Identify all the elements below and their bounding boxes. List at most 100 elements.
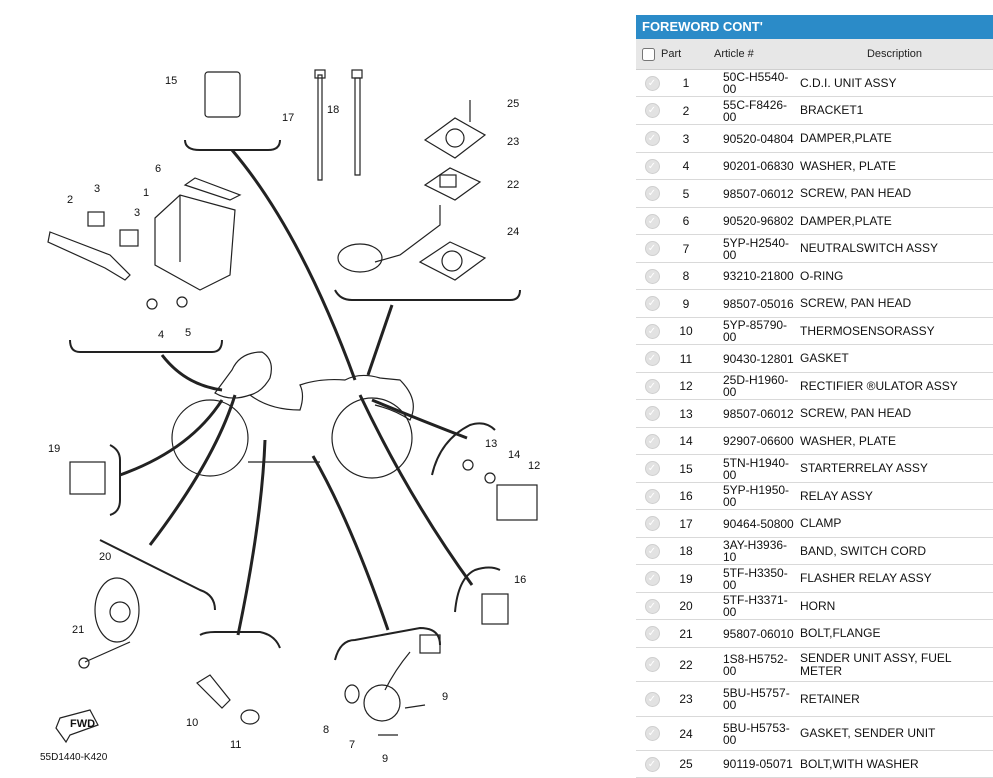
check-circle-icon[interactable]: ✓	[644, 103, 660, 118]
row-status-cell: ✓	[636, 268, 668, 284]
row-status-cell: ✓	[636, 186, 668, 201]
row-status-cell: ✓	[636, 213, 668, 229]
part-description: BAND, SWITCH CORD	[800, 543, 926, 558]
part-number: 14	[679, 434, 693, 448]
article-number: 98507-06012	[723, 406, 794, 421]
part-description: BOLT,FLANGE	[800, 626, 881, 640]
callout-15: 15	[165, 75, 177, 87]
check-circle-icon[interactable]: ✓	[644, 213, 660, 229]
article-number: 92907-06600	[723, 434, 794, 448]
part-number: 8	[682, 269, 690, 283]
check-circle-icon[interactable]: ✓	[644, 268, 660, 284]
row-status-cell: ✓	[636, 571, 668, 586]
article-number: 1S8-H5752-00	[723, 651, 788, 678]
check-circle-icon[interactable]: ✓	[644, 691, 660, 707]
check-circle-icon[interactable]: ✓	[644, 131, 660, 146]
row-status-cell: ✓	[636, 131, 668, 146]
part-description: C.D.I. UNIT ASSY	[800, 75, 897, 90]
check-circle-icon[interactable]: ✓	[644, 461, 660, 476]
part-description: DAMPER,PLATE	[800, 213, 892, 228]
part-description: SCREW, PAN HEAD	[800, 186, 912, 200]
row-status-cell: ✓	[636, 543, 668, 559]
header-article-cell: Article #	[686, 48, 796, 60]
check-circle-icon[interactable]: ✓	[644, 433, 660, 449]
check-circle-icon[interactable]: ✓	[644, 186, 660, 201]
check-circle-icon[interactable]: ✓	[644, 351, 660, 366]
callout-16: 16	[514, 574, 526, 586]
check-circle-icon[interactable]: ✓	[644, 241, 660, 256]
callout-17: 17	[282, 112, 294, 124]
check-circle-icon[interactable]: ✓	[644, 598, 660, 614]
check-circle-icon[interactable]: ✓	[644, 158, 660, 174]
check-circle-icon[interactable]: ✓	[644, 323, 660, 339]
check-circle-icon[interactable]: ✓	[644, 626, 660, 641]
part-description: RETAINER	[800, 691, 860, 706]
part-description: RECTIFIER ®ULATOR ASSY	[800, 378, 958, 393]
part-number: 3	[682, 131, 690, 146]
parts-list-panel: FOREWORD CONT' Part Article # Descriptio…	[636, 15, 993, 778]
callout-13: 13	[485, 438, 497, 450]
callout-9a: 9	[442, 691, 448, 703]
part-description: HORN	[800, 598, 836, 613]
header-part[interactable]: Part	[661, 48, 682, 60]
article-number: 5YP-H2540-00	[723, 235, 790, 262]
check-circle-icon[interactable]: ✓	[644, 726, 660, 741]
part-description: THERMOSENSORASSY	[800, 323, 935, 338]
callout-2: 2	[67, 194, 73, 206]
callout-4: 4	[158, 329, 164, 341]
check-circle-icon[interactable]: ✓	[644, 756, 660, 772]
check-circle-icon[interactable]: ✓	[644, 488, 660, 504]
part-description: SCREW, PAN HEAD	[800, 406, 912, 420]
callout-25: 25	[507, 98, 519, 110]
row-status-cell: ✓	[636, 75, 668, 91]
table-row[interactable]: ✓ 13 98507-06012 SCREW, PAN HEAD	[636, 400, 993, 428]
callout-24: 24	[507, 226, 519, 238]
callout-20: 20	[99, 551, 111, 563]
check-circle-icon[interactable]: ✓	[644, 378, 660, 394]
header-description[interactable]: Description	[866, 48, 923, 60]
check-circle-icon[interactable]: ✓	[644, 543, 660, 559]
callout-8: 8	[323, 724, 329, 736]
header-article[interactable]: Article #	[714, 48, 754, 60]
part-number: 13	[679, 406, 693, 421]
check-circle-icon[interactable]: ✓	[644, 296, 660, 311]
part-description: SENDER UNIT ASSY, FUEL METER	[800, 650, 952, 678]
part-description: FLASHER RELAY ASSY	[800, 571, 932, 585]
callout-11: 11	[230, 739, 241, 751]
check-circle-icon[interactable]: ✓	[644, 516, 660, 531]
row-status-cell: ✓	[636, 296, 668, 311]
check-circle-icon[interactable]: ✓	[644, 406, 660, 421]
part-description: BRACKET1	[800, 103, 864, 117]
check-circle-icon[interactable]: ✓	[644, 75, 660, 91]
check-circle-icon[interactable]: ✓	[644, 657, 660, 672]
part-number: 9	[682, 296, 690, 311]
check-circle-icon[interactable]: ✓	[644, 571, 660, 586]
row-status-cell: ✓	[636, 323, 668, 339]
select-all-checkbox[interactable]	[642, 47, 655, 61]
part-number: 12	[679, 379, 693, 393]
